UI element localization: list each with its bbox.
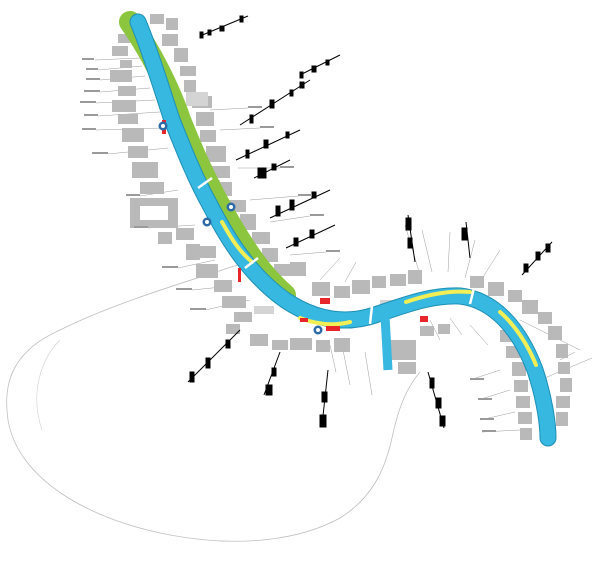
elevation-silhouette-icon bbox=[285, 224, 336, 249]
marker-b[interactable] bbox=[226, 202, 236, 212]
elevation-silhouette-icon bbox=[187, 329, 241, 383]
elevation-silhouette-icon bbox=[199, 15, 249, 39]
elevation-silhouette-icon bbox=[461, 221, 471, 259]
elevation-silhouettes bbox=[187, 15, 553, 429]
label-marks bbox=[80, 58, 496, 432]
river bbox=[130, 14, 556, 446]
elevation-silhouette-icon bbox=[235, 129, 301, 161]
elevation-silhouette-icon bbox=[521, 241, 553, 276]
marker-d[interactable] bbox=[313, 325, 323, 335]
elevation-silhouette-icon bbox=[239, 79, 311, 126]
markers bbox=[158, 121, 323, 335]
elevation-silhouette-icon bbox=[319, 369, 329, 428]
marker-a[interactable] bbox=[158, 121, 168, 131]
buildings-left-bank bbox=[110, 34, 252, 334]
marker-c[interactable] bbox=[202, 217, 212, 227]
elevation-silhouette-icon bbox=[405, 214, 416, 263]
elevation-silhouette-icon bbox=[269, 189, 331, 219]
elevation-silhouette-icon bbox=[253, 159, 291, 179]
elevation-silhouette-icon bbox=[299, 54, 341, 79]
elevation-silhouette-icon bbox=[427, 371, 446, 429]
district-boundary bbox=[6, 254, 421, 542]
canal bbox=[380, 315, 393, 371]
river-edge bbox=[129, 13, 557, 447]
bridges bbox=[197, 176, 476, 325]
district-boundary-inner bbox=[36, 339, 61, 431]
elevation-silhouette-icon bbox=[263, 351, 281, 396]
buildings-center-south bbox=[250, 270, 450, 374]
